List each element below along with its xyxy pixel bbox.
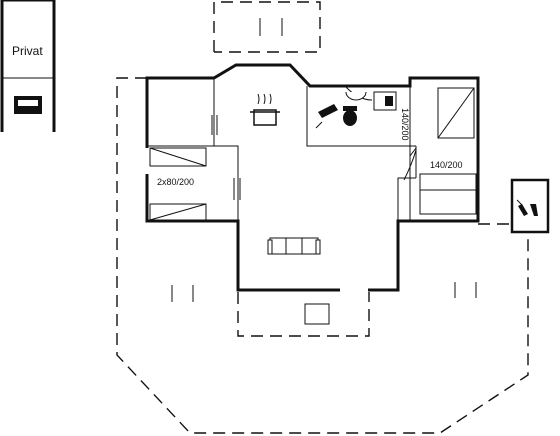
cooking-pot-icon [250, 93, 280, 126]
outdoor-shower-icon [516, 199, 538, 216]
washing-machine-icon [373, 91, 397, 111]
shower-icon [315, 104, 338, 129]
bedroom-left-bed-label: 2x80/200 [157, 177, 195, 187]
porch-step [304, 303, 330, 325]
bedroom-right-bottom-bed-label: 140/200 [430, 160, 463, 170]
inner-walls [147, 78, 416, 221]
double-bed-top [437, 87, 475, 139]
sink-icon [345, 91, 367, 101]
bunk-beds [149, 147, 207, 221]
sofa-icon [267, 237, 321, 255]
toilet-icon [343, 106, 357, 126]
terrace-outline [116, 77, 529, 434]
parking-label: Privat [12, 44, 43, 58]
annex-outline [213, 1, 321, 53]
double-bed-bottom [419, 173, 477, 215]
porch-outline [237, 292, 370, 337]
parking-box [0, 0, 56, 132]
car-icon [14, 96, 42, 114]
